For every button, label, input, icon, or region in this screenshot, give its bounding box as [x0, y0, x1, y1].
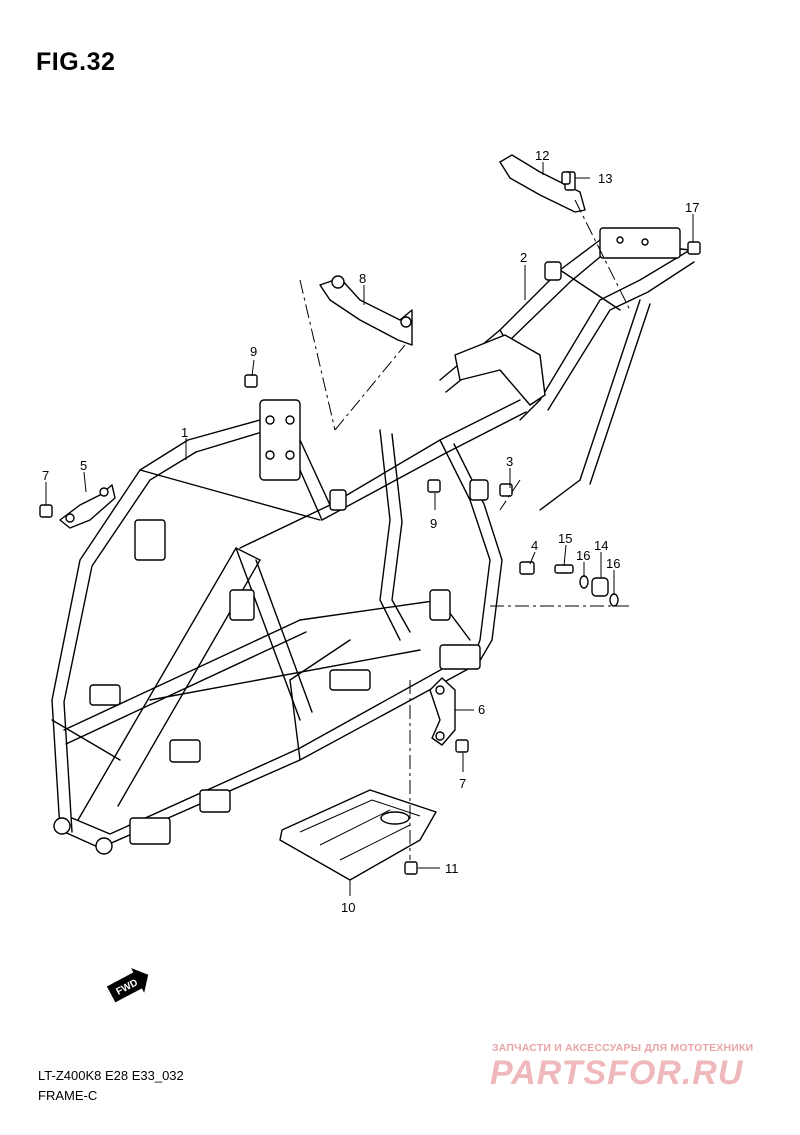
watermark-logo: PARTSFOR.RU [490, 1054, 744, 1092]
callout-9a: 9 [250, 344, 257, 359]
callout-17: 17 [685, 200, 699, 215]
fwd-arrow-icon: FWD [106, 968, 149, 1003]
nut-17 [687, 241, 701, 255]
bolt-3 [499, 483, 513, 497]
callout-13: 13 [598, 171, 612, 186]
callout-16b: 16 [606, 556, 620, 571]
bolt-13 [561, 171, 571, 185]
callout-16a: 16 [576, 548, 590, 563]
skid-plate-10 [279, 789, 437, 881]
bolt-7a [39, 504, 53, 518]
bolt-7b [455, 739, 469, 753]
callout-5: 5 [80, 458, 87, 473]
watermark-tagline: ЗАПЧАСТИ И АКСЕССУАРЫ ДЛЯ МОТОТЕХНИКИ [492, 1042, 754, 1054]
callout-3: 3 [506, 454, 513, 469]
callout-12: 12 [535, 148, 549, 163]
callout-8: 8 [359, 271, 366, 286]
model-code: LT-Z400K8 E28 E33_032 [38, 1068, 184, 1083]
main-frame [51, 399, 527, 855]
bolt-9a [244, 374, 258, 388]
callout-14: 14 [594, 538, 608, 553]
callout-11: 11 [445, 861, 459, 876]
callout-9b: 9 [430, 516, 437, 531]
bracket-8 [319, 275, 413, 346]
bracket-6 [429, 677, 456, 746]
bolt-9b [427, 479, 441, 493]
figure-title: FIG.32 [36, 48, 116, 76]
callout-7b: 7 [459, 776, 466, 791]
callout-15: 15 [558, 531, 572, 546]
washer-16a [579, 575, 589, 589]
callout-1: 1 [181, 425, 188, 440]
callout-7a: 7 [42, 468, 49, 483]
bolt-15 [554, 564, 574, 574]
section-name: FRAME-C [38, 1088, 98, 1103]
bushing-14 [591, 577, 609, 597]
callout-4: 4 [531, 538, 538, 553]
washer-16b [609, 593, 619, 607]
leader-lines [45, 162, 694, 896]
callout-10: 10 [341, 900, 355, 915]
callouts: 1 2 3 4 5 6 7 7 8 9 9 10 11 12 13 14 15 … [42, 148, 699, 915]
callout-2: 2 [520, 250, 527, 265]
callout-6: 6 [478, 702, 485, 717]
bolt-4 [519, 561, 535, 575]
bracket-5 [59, 484, 116, 529]
bolt-11 [404, 861, 418, 875]
fasteners [39, 171, 701, 875]
rear-subframe [439, 227, 695, 511]
